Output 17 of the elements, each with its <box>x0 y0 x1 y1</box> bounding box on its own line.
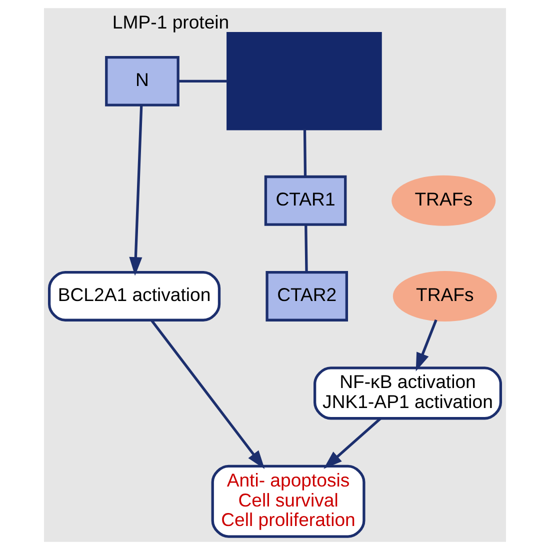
arrow <box>150 320 265 470</box>
connector <box>303 129 307 176</box>
arrow <box>324 417 382 469</box>
node-ellipse: TRAFs <box>392 175 496 226</box>
node-label: LMP-1 protein <box>112 11 230 32</box>
node-box: CTAR2 <box>266 271 348 322</box>
connector <box>178 80 228 82</box>
connector <box>304 224 308 272</box>
node-box: NF-κB activation JNK1-AP1 activation <box>314 366 502 420</box>
node-box: BCL2A1 activation <box>48 271 221 322</box>
node-box: N <box>105 56 180 106</box>
node-box: CTAR1 <box>264 175 347 226</box>
node-box: Anti- apoptosis Cell survival Cell proliferation <box>211 464 366 538</box>
node-box <box>226 32 382 130</box>
arrow <box>129 105 143 276</box>
arrow <box>416 319 438 372</box>
node-ellipse: TRAFs <box>392 271 497 322</box>
